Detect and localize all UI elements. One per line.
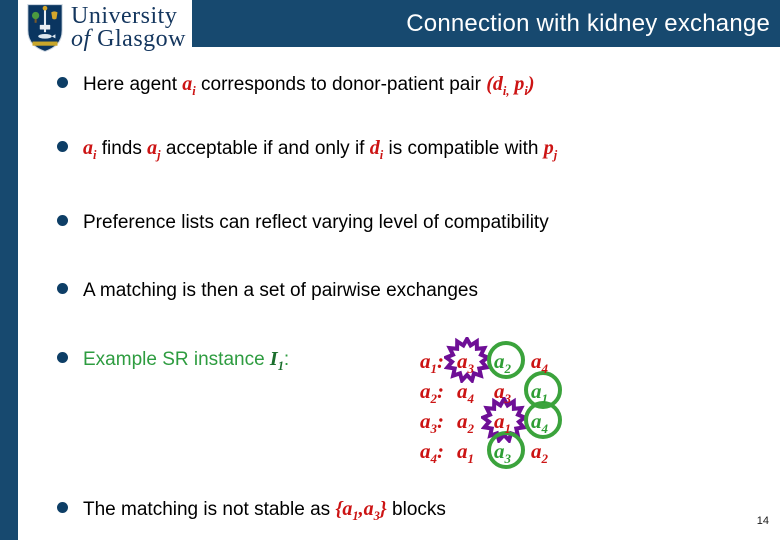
- bullet-item-3: Preference lists can reflect varying lev…: [57, 210, 764, 235]
- agent-label: a1:: [420, 348, 445, 376]
- slide-title: Connection with kidney exchange: [406, 9, 770, 37]
- bullet-item-1: Here agent ai corresponds to donor-patie…: [57, 72, 764, 97]
- university-logo: University of Glasgow: [26, 3, 186, 53]
- bullet-text: Preference lists can reflect varying lev…: [83, 212, 549, 233]
- bullet-text: A matching is then a set of pairwise exc…: [83, 280, 479, 301]
- bullet-text: ai finds aj acceptable if and only if di…: [83, 137, 558, 162]
- preference-entry: a4: [457, 378, 475, 406]
- wordmark-line2: of Glasgow: [71, 26, 186, 52]
- university-crest-icon: [27, 4, 63, 52]
- bullet-icon: [57, 215, 68, 227]
- bullet-item-4: A matching is then a set of pairwise exc…: [57, 278, 764, 303]
- agent-label: a3:: [420, 408, 445, 436]
- page-number: 14: [756, 515, 769, 527]
- wordmark-line1: University: [71, 3, 178, 29]
- bullet-item-2: ai finds aj acceptable if and only if di…: [57, 136, 764, 161]
- slide-title-bar: Connection with kidney exchange: [192, 0, 780, 47]
- university-wordmark: University of Glasgow: [71, 3, 186, 52]
- bullet-icon: [57, 141, 68, 153]
- wordmark-of: of: [71, 26, 91, 52]
- bullet-item-5: Example SR instance I1:: [57, 347, 764, 372]
- bullet-icon: [57, 77, 68, 89]
- matched-entry: a4: [524, 400, 568, 439]
- bullet-text: Example SR instance I1:: [83, 348, 290, 373]
- bullet-icon: [57, 502, 68, 514]
- preference-entry: a4: [531, 348, 549, 376]
- bullet-item-6: The matching is not stable as {a1,a3} bl…: [57, 497, 764, 522]
- preference-entry: a2: [531, 438, 549, 466]
- matched-entry: a1: [524, 370, 568, 409]
- preference-entry: a2: [457, 408, 475, 436]
- bullet-icon: [57, 283, 68, 295]
- bullet-icon: [57, 352, 68, 364]
- matched-entry: a2: [487, 340, 531, 379]
- wordmark-glasgow: Glasgow: [97, 26, 186, 52]
- agent-label: a4:: [420, 438, 445, 466]
- matched-entry: a3: [487, 430, 531, 469]
- left-accent-bar: [0, 0, 18, 540]
- agent-label: a2:: [420, 378, 445, 406]
- bullet-text: The matching is not stable as {a1,a3} bl…: [83, 498, 446, 523]
- preference-entry: a1: [457, 438, 475, 466]
- bullet-text: Here agent ai corresponds to donor-patie…: [83, 73, 535, 98]
